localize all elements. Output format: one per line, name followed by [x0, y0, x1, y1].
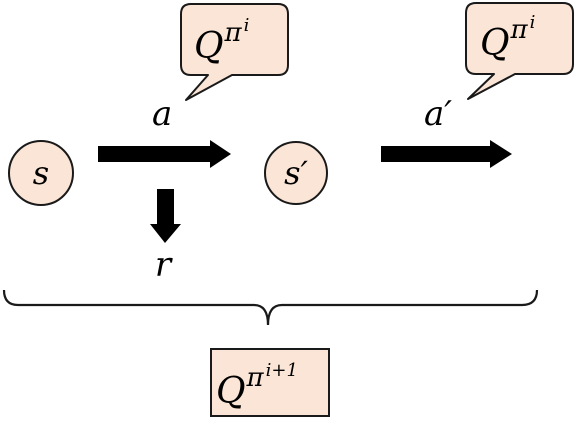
reward-arrow — [150, 189, 181, 243]
callout-bubble-left — [180, 3, 289, 101]
action-label: a — [152, 94, 172, 134]
state-label: s — [33, 154, 49, 192]
callout-bubble-right — [465, 2, 574, 100]
next-action-label: a′ — [424, 94, 452, 134]
next-state-node — [264, 141, 328, 205]
next-action-arrow — [381, 140, 512, 168]
curly-brace — [2, 289, 539, 326]
state-node — [8, 140, 74, 206]
next-state-label: s′ — [284, 154, 308, 192]
reward-label: r — [155, 245, 173, 285]
action-arrow — [98, 140, 231, 168]
result-box — [210, 348, 330, 417]
